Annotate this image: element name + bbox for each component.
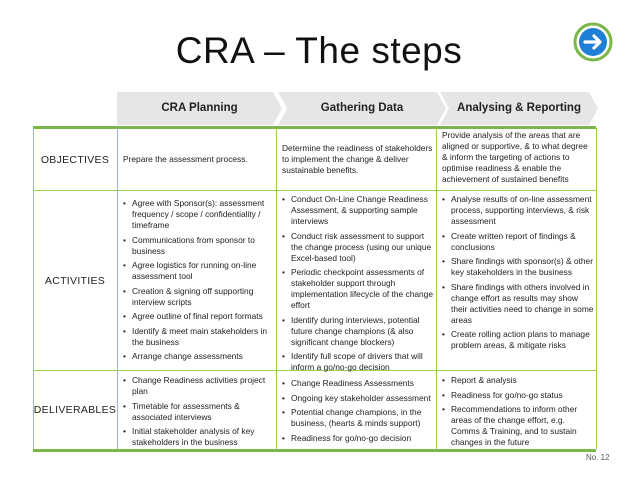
list-item: Change Readiness activities project plan bbox=[123, 375, 273, 397]
list-item: Agree outline of final report formats bbox=[123, 311, 273, 322]
deliverables-cell-analysing: Report & analysis Readiness for go/no-go… bbox=[442, 375, 594, 452]
activities-cell-gathering: Conduct On-Line Change Readiness Assessm… bbox=[282, 194, 434, 377]
activities-cell-planning: Agree with Sponsor(s): assessment freque… bbox=[123, 198, 273, 366]
column-divider bbox=[436, 128, 437, 449]
list-item: Analyse results of on-line assessment pr… bbox=[442, 194, 594, 227]
list-item: Conduct On-Line Change Readiness Assessm… bbox=[282, 194, 434, 227]
column-divider bbox=[117, 128, 118, 449]
list-item: Identify full scope of drivers that will… bbox=[282, 351, 434, 373]
list-item: Share findings with sponsor(s) & other k… bbox=[442, 256, 594, 278]
row-label-objectives: OBJECTIVES bbox=[40, 153, 110, 166]
cell-text: Determine the readiness of stakeholders … bbox=[282, 143, 433, 175]
objectives-cell-analysing: Provide analysis of the areas that are a… bbox=[442, 130, 594, 190]
list-item: Recommendations to inform other areas of… bbox=[442, 404, 594, 448]
deliverables-cell-gathering: Change Readiness Assessments Ongoing key… bbox=[282, 378, 434, 447]
list-item: Readiness for go/no-go decision bbox=[282, 433, 434, 444]
activities-cell-analysing: Analyse results of on-line assessment pr… bbox=[442, 194, 594, 355]
list-item: Create rolling action plans to manage pr… bbox=[442, 329, 594, 351]
list-item: Identify during interviews, potential fu… bbox=[282, 315, 434, 348]
list-item: Change Readiness Assessments bbox=[282, 378, 434, 389]
list-item: Readiness for go/no-go status bbox=[442, 390, 594, 401]
list-item: Arrange change assessments bbox=[123, 351, 273, 362]
list-item: Communications from sponsor to business bbox=[123, 235, 273, 257]
column-divider bbox=[276, 128, 277, 449]
row-label-activities: ACTIVITIES bbox=[44, 274, 106, 287]
list-item: Periodic checkpoint assessments of stake… bbox=[282, 267, 434, 311]
phase-gathering-data: Gathering Data bbox=[278, 92, 446, 125]
list-item: Agree with Sponsor(s): assessment freque… bbox=[123, 198, 273, 231]
column-divider bbox=[33, 128, 34, 449]
slide-title: CRA – The steps bbox=[175, 30, 463, 71]
objectives-cell-gathering: Determine the readiness of stakeholders … bbox=[282, 129, 434, 190]
list-item: Potential change champions, in the busin… bbox=[282, 407, 434, 429]
list-item: Report & analysis bbox=[442, 375, 594, 386]
cell-text: Prepare the assessment process. bbox=[123, 154, 248, 164]
objectives-cell-planning: Prepare the assessment process. bbox=[123, 129, 273, 190]
phase-label: CRA Planning bbox=[161, 102, 238, 114]
row-label-deliverables: DELIVERABLES bbox=[33, 404, 117, 416]
phase-label: Gathering Data bbox=[320, 102, 404, 114]
list-item: Identify & meet main stakeholders in the… bbox=[123, 326, 273, 348]
cell-text: Provide analysis of the areas that are a… bbox=[442, 130, 588, 184]
phase-cra-planning: CRA Planning bbox=[117, 92, 282, 125]
list-item: Timetable for assessments & associated i… bbox=[123, 401, 273, 423]
list-item: Initial stakeholder analysis of key stak… bbox=[123, 426, 273, 448]
list-item: Create written report of findings & conc… bbox=[442, 231, 594, 253]
slide-number: No. 12 bbox=[586, 453, 610, 462]
table-top-border bbox=[33, 126, 596, 129]
list-item: Agree logistics for running on-line asse… bbox=[123, 260, 273, 282]
list-item: Conduct risk assessment to support the c… bbox=[282, 231, 434, 264]
list-item: Ongoing key stakeholder assessment bbox=[282, 393, 434, 404]
column-divider bbox=[596, 128, 597, 449]
arrow-right-circle-icon[interactable] bbox=[573, 22, 613, 62]
list-item: Creation & signing off supporting interv… bbox=[123, 286, 273, 308]
row-divider bbox=[33, 190, 596, 191]
phase-analysing-reporting: Analysing & Reporting bbox=[440, 92, 598, 125]
deliverables-cell-planning: Change Readiness activities project plan… bbox=[123, 375, 273, 452]
phase-label: Analysing & Reporting bbox=[457, 102, 581, 114]
list-item: Share findings with others involved in c… bbox=[442, 282, 594, 326]
table-bottom-border bbox=[33, 449, 596, 452]
